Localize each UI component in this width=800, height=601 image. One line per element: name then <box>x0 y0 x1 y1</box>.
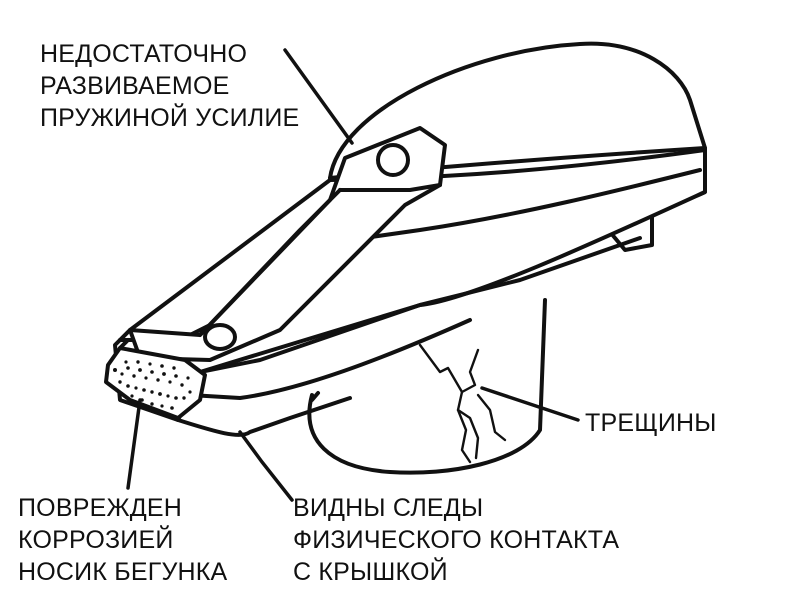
rotor-cylinder <box>309 300 545 473</box>
leader-spring <box>285 50 352 143</box>
rotor-arm-top-edge <box>120 170 700 340</box>
rotor-arm-underside <box>178 398 350 435</box>
spring-rivet <box>378 145 408 175</box>
rotor-arm-lower-rim <box>190 320 470 398</box>
label-line: ТРЕЩИНЫ <box>585 409 717 437</box>
spring-leaf-inner <box>200 190 340 335</box>
label-line: НОСИК БЕГУНКА <box>18 558 228 586</box>
label-line: С КРЫШКОЙ <box>293 558 448 586</box>
leader-cracks <box>482 388 578 420</box>
rotor-tip <box>106 348 205 418</box>
label-corroded-tip: ПОВРЕЖДЕН КОРРОЗИЕЙ НОСИК БЕГУНКА <box>18 492 227 588</box>
cracks <box>420 345 505 462</box>
rotor-cylinder-left-edge <box>312 393 318 400</box>
label-line: ВИДНЫ СЛЕДЫ <box>293 494 484 522</box>
label-cap-contact: ВИДНЫ СЛЕДЫ ФИЗИЧЕСКОГО КОНТАКТА С КРЫШК… <box>293 492 619 588</box>
label-line: НЕДОСТАТОЧНО <box>40 40 248 68</box>
rotor-tip-edge <box>120 340 128 348</box>
label-cracks: ТРЕЩИНЫ <box>585 407 717 439</box>
label-line: ФИЗИЧЕСКОГО КОНТАКТА <box>293 526 620 554</box>
arm-hole <box>205 325 235 349</box>
label-line: РАЗВИВАЕМОЕ <box>40 72 230 100</box>
spring-leaf-fold <box>340 185 440 190</box>
leader-contact <box>240 432 292 500</box>
rotor-arm-side <box>200 238 640 372</box>
leader-tip <box>128 400 140 488</box>
corrosion-texture <box>113 360 192 410</box>
label-line: КОРРОЗИЕЙ <box>18 526 174 554</box>
label-line: ПРУЖИНОЙ УСИЛИЕ <box>40 104 300 132</box>
label-line: ПОВРЕЖДЕН <box>18 494 182 522</box>
label-weak-spring: НЕДОСТАТОЧНО РАЗВИВАЕМОЕ ПРУЖИНОЙ УСИЛИЕ <box>40 38 299 134</box>
